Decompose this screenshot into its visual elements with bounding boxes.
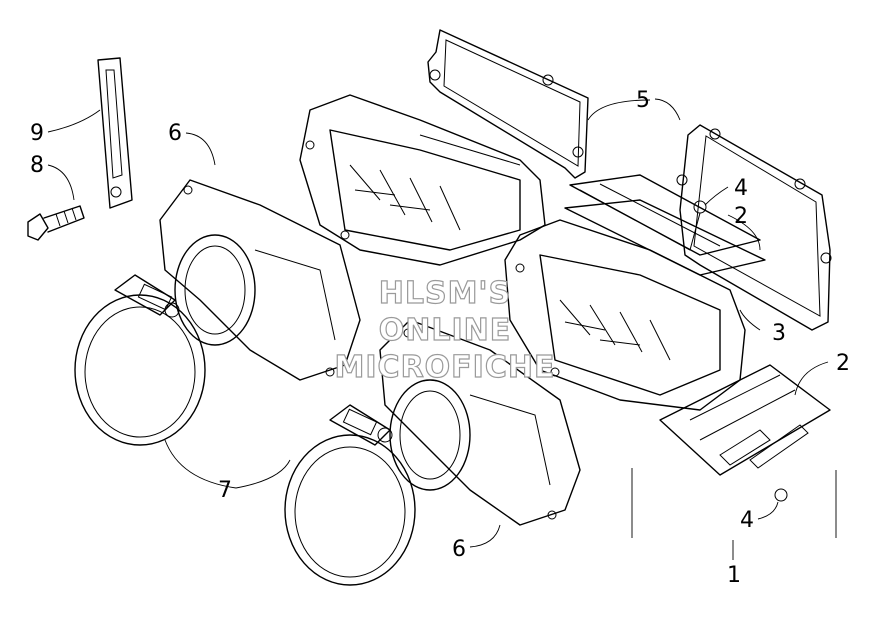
reed-cage-right bbox=[504, 219, 746, 411]
callout-4-top: 4 bbox=[734, 176, 748, 201]
gasket-upper-left bbox=[427, 29, 589, 179]
callout-2-right: 2 bbox=[836, 351, 850, 376]
bolt bbox=[27, 205, 85, 241]
reed-petal-lower bbox=[659, 364, 831, 476]
callout-5: 5 bbox=[636, 88, 650, 113]
callout-6-top: 6 bbox=[168, 121, 182, 146]
callout-3: 3 bbox=[772, 321, 786, 346]
callout-8: 8 bbox=[30, 153, 44, 178]
reed-cage-left bbox=[299, 94, 546, 266]
intake-boot-lower bbox=[379, 319, 581, 526]
callout-6-bottom: 6 bbox=[452, 537, 466, 562]
hose-clamp-lower bbox=[284, 404, 416, 586]
callout-2-top: 2 bbox=[734, 204, 748, 229]
leader-lines bbox=[47, 98, 837, 560]
callout-7: 7 bbox=[218, 478, 232, 503]
gasket-upper-right bbox=[676, 124, 832, 331]
callout-1: 1 bbox=[727, 563, 741, 588]
screw-lower bbox=[774, 488, 788, 502]
watermark-line-1: HLSM'S bbox=[379, 276, 511, 311]
watermark-line-2: ONLINE bbox=[379, 313, 512, 348]
intake-boot-upper bbox=[159, 179, 361, 381]
callout-4-bottom: 4 bbox=[740, 508, 754, 533]
spacer-plate bbox=[97, 57, 133, 209]
screw-upper bbox=[689, 200, 707, 251]
callout-9: 9 bbox=[30, 121, 44, 146]
hose-clamp-upper bbox=[74, 274, 206, 446]
watermark-line-3: MICROFICHE bbox=[335, 350, 556, 385]
